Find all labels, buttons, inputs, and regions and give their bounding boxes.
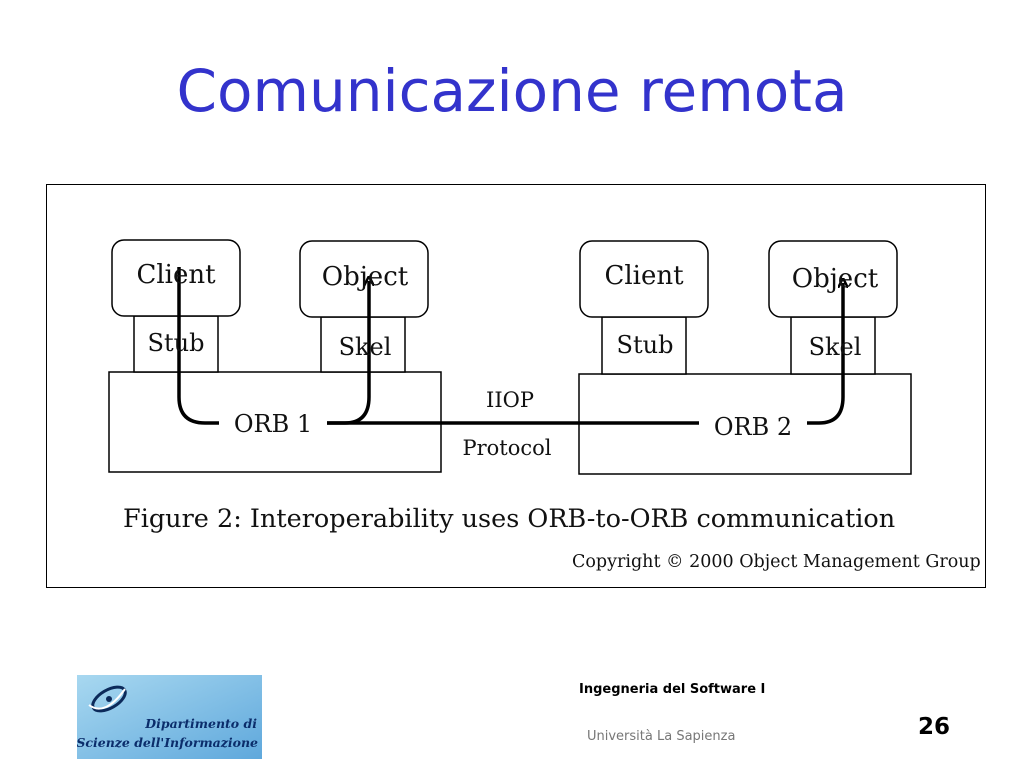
client2-label: Client [604,261,684,291]
university-name: Università La Sapienza [587,729,736,744]
figure-caption: Figure 2: Interoperability uses ORB-to-O… [123,504,895,534]
skel2-box [790,316,876,375]
skel1-label: Skel [339,333,392,361]
page-number: 26 [918,714,951,740]
skel2-label: Skel [809,333,862,361]
object2-box [768,240,898,318]
stub2-box [601,316,687,375]
logo-line1: Dipartimento di [144,716,257,731]
department-logo: Dipartimento di Scienze dell'Informazion… [77,675,262,759]
client1-label: Client [136,260,216,290]
orb2-to-object2-path [807,283,843,425]
orb-diagram-figure: Client Object Client Object Stub Skel St… [46,184,986,588]
stub1-label: Stub [148,329,205,357]
copyright-notice: Copyright © 2000 Object Management Group [572,552,981,572]
stub2-label: Stub [617,331,674,359]
orb-diagram: Client Object Client Object Stub Skel St… [108,239,981,572]
object1-label: Object [322,262,409,292]
orb1-label: ORB 1 [234,410,312,438]
iiop-label: IIOP [486,388,534,412]
skel1-box [320,316,406,373]
client2-box [579,240,709,318]
atom-icon [88,685,127,713]
orb2-label: ORB 2 [714,413,792,441]
logo-line2: Scienze dell'Informazione [77,735,258,750]
slide-title: Comunicazione remota [176,57,848,125]
course-name: Ingegneria del Software I [579,682,766,697]
client1-box [111,239,241,317]
object2-label: Object [792,264,879,294]
protocol-label: Protocol [462,436,551,460]
client-to-orb1-path [177,267,219,425]
